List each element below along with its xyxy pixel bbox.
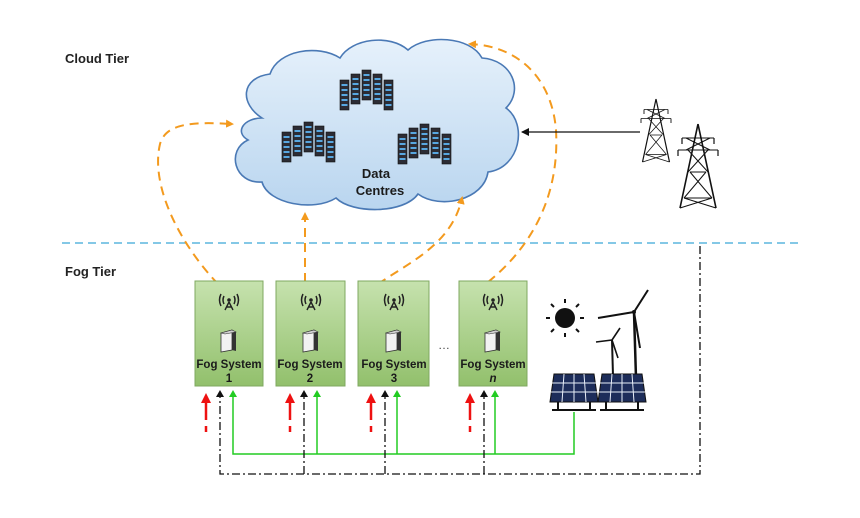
fog-device-icon xyxy=(385,329,402,353)
wind-turbine-large-icon xyxy=(597,289,649,379)
fogn-cloud-link xyxy=(468,40,558,283)
sun-icon xyxy=(546,299,584,337)
fog-tier-label: Fog Tier xyxy=(65,264,116,279)
wind-turbine-small-icon xyxy=(595,327,621,377)
fog-device-icon xyxy=(302,329,319,353)
solar-panel-left-icon xyxy=(549,373,599,411)
cloud-tier-label: Cloud Tier xyxy=(65,51,129,66)
data-centres-label-line2: Centres xyxy=(356,183,404,198)
transmission-tower-back-icon xyxy=(640,98,672,163)
solar-panel-right-icon xyxy=(597,373,647,411)
fog-system-3-index: 3 xyxy=(391,373,397,385)
fog-system-3: Fog System 3 xyxy=(357,280,430,387)
fog-system-2: Fog System 2 xyxy=(275,280,346,387)
fog-system-2-index: 2 xyxy=(307,373,313,385)
fog3-cloud-link xyxy=(377,196,465,285)
data-centres-label-line1: Data xyxy=(362,166,391,181)
fog-system-1-index: 1 xyxy=(226,373,233,385)
renewable-power-bus xyxy=(229,390,575,455)
fog-device-icon xyxy=(220,329,237,353)
fog-device-icon xyxy=(484,329,501,353)
fog1-cloud-link xyxy=(157,119,234,285)
fog-system-n-name: Fog System xyxy=(460,359,525,371)
grid-power-bus xyxy=(216,246,701,475)
fog-system-2-name: Fog System xyxy=(277,359,342,371)
fog-systems-ellipsis: … xyxy=(438,338,450,352)
fog-system-n-index: n xyxy=(489,373,496,385)
transmission-tower-front-icon xyxy=(677,123,719,209)
fog-system-3-name: Fog System xyxy=(361,359,426,371)
fog-system-1-name: Fog System xyxy=(196,359,261,371)
fog-system-1: Fog System 1 xyxy=(194,280,264,387)
cloud-shape xyxy=(234,38,520,211)
fog-system-n: Fog System n xyxy=(458,280,528,387)
